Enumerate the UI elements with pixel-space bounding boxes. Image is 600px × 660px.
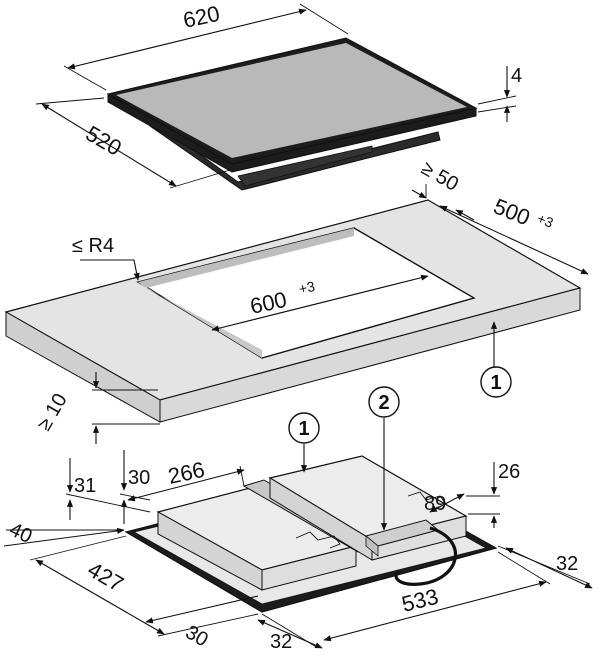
label-min-front-clearance: ≥ 10 — [33, 390, 71, 435]
right-module-right — [371, 515, 467, 561]
dimension-30-left: 30 — [119, 450, 150, 524]
label-40: 40 — [6, 519, 35, 548]
hob-underside — [124, 455, 498, 613]
label-32-bottom: 32 — [270, 631, 292, 653]
hob-underbody-box — [237, 145, 373, 187]
label-600-tolerance: +3 — [297, 278, 316, 297]
dimension-30-bottom: 30 — [145, 595, 259, 651]
dimension-32-right: 32 — [497, 545, 593, 589]
dimension-89: 89 — [424, 493, 465, 515]
label-30-left: 30 — [128, 467, 150, 489]
dimension-31: 31 — [65, 458, 151, 520]
label-31: 31 — [74, 475, 96, 497]
callout-1-upper-label: 1 — [490, 372, 501, 394]
label-26: 26 — [498, 461, 520, 483]
callout-1-lower-circle — [288, 412, 320, 444]
callout-1-upper-circle — [480, 366, 512, 398]
dimension-corner-radius: ≤ R4 — [72, 235, 140, 281]
left-module-notch — [295, 531, 341, 549]
dimension-32-bottom: 32 — [257, 613, 323, 653]
callout-2-label: 2 — [378, 392, 389, 414]
label-520: 520 — [82, 121, 126, 161]
callout-2: 2 — [368, 386, 400, 531]
hob — [106, 37, 478, 191]
label-500: 500 — [490, 193, 533, 230]
label-533: 533 — [399, 584, 441, 617]
callout-2-circle — [368, 386, 400, 418]
left-module-right — [261, 545, 357, 591]
callout-1-lower: 1 — [288, 412, 320, 473]
label-500-tolerance: +3 — [535, 210, 556, 231]
label-266: 266 — [166, 457, 207, 489]
dimension-266: 266 — [127, 457, 245, 502]
cutout-inner-wall — [138, 228, 354, 288]
dimension-26: 26 — [466, 461, 520, 528]
label-32-right: 32 — [556, 553, 578, 575]
cutout-inner-wall-left — [138, 282, 262, 358]
hob-glass-surface — [116, 43, 467, 158]
dimension-40: 40 — [3, 519, 125, 548]
callout-1-upper: 1 — [480, 321, 512, 398]
label-30-bottom: 30 — [182, 621, 212, 651]
countertop-right-face — [159, 287, 581, 423]
callout-1-lower-label: 1 — [298, 418, 309, 440]
dimension-600: 600 +3 — [211, 274, 429, 332]
connector-box-front — [365, 535, 379, 557]
label-620: 620 — [181, 1, 222, 33]
label-corner-radius: ≤ R4 — [72, 235, 114, 257]
label-min-back-clearance: ≥ 50 — [418, 157, 463, 195]
label-89: 89 — [424, 493, 446, 515]
dimension-4: 4 — [477, 65, 522, 122]
label-4: 4 — [511, 65, 522, 87]
